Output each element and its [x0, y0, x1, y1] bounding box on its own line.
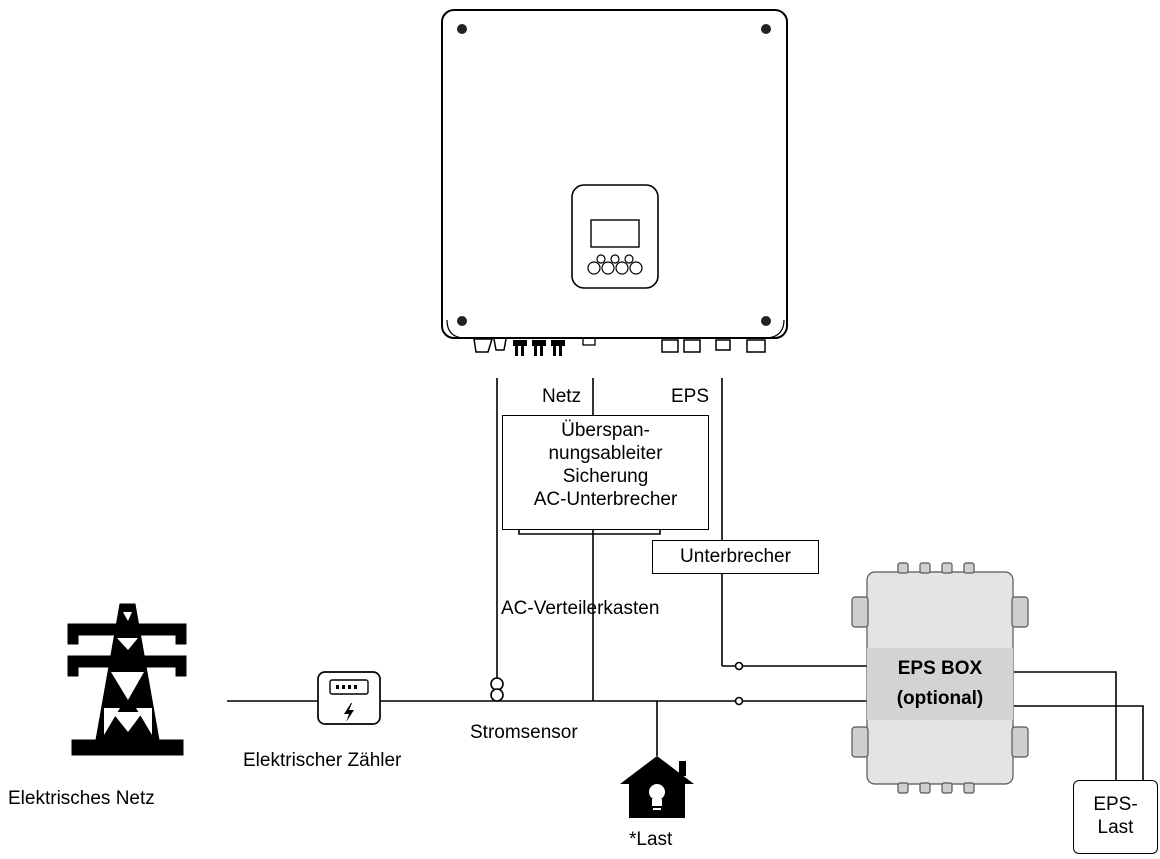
load-label: *Last	[629, 829, 673, 850]
breaker-box: Unterbrecher	[652, 540, 819, 574]
eps-box-label: EPS BOX (optional)	[867, 648, 1013, 720]
power-pylon-icon	[67, 603, 187, 756]
grid-port-label: Netz	[542, 386, 582, 407]
eps-port-label: EPS	[671, 386, 710, 407]
grid-label: Elektrisches Netz	[8, 788, 155, 809]
inverter-icon	[441, 9, 788, 356]
protection-devices-box: Überspan- nungsableiter Sicherung AC-Unt…	[502, 415, 709, 530]
eps-load-box: EPS- Last	[1073, 780, 1158, 854]
distribution-box-label: AC-Verteilerkasten	[501, 598, 660, 619]
house-bulb-icon	[620, 756, 694, 818]
current-sensor-label: Stromsensor	[470, 722, 578, 743]
electric-meter-icon	[317, 671, 381, 725]
meter-label: Elektrischer Zähler	[243, 750, 402, 771]
current-sensor-icon	[490, 677, 504, 702]
